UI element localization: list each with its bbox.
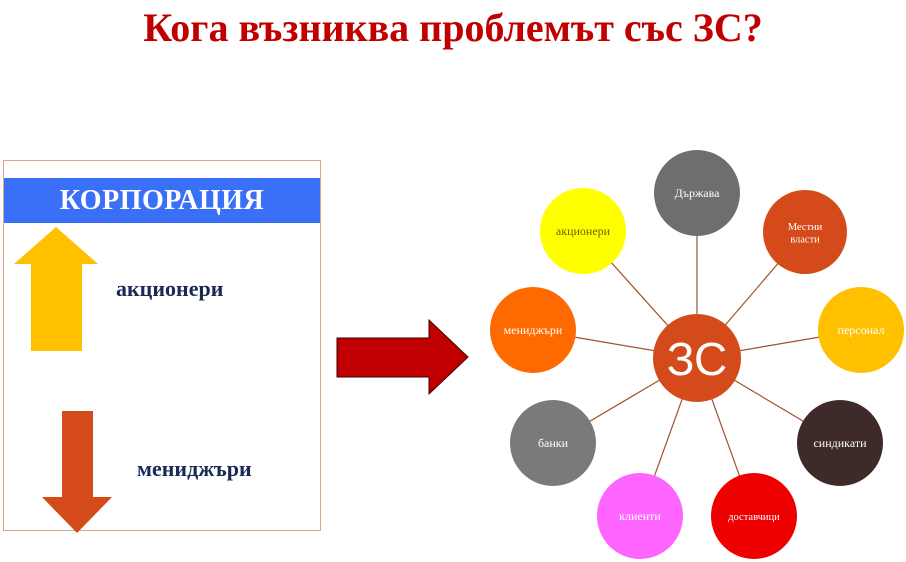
stakeholder-circle	[597, 473, 683, 559]
up-arrow	[14, 227, 98, 351]
stakeholder-node: мениджъри	[490, 287, 576, 373]
stakeholder-node: доставчици	[711, 473, 797, 559]
stakeholder-node: акционери	[540, 188, 626, 274]
stakeholder-label: синдикати	[813, 436, 867, 450]
down-arrow	[42, 411, 112, 533]
stakeholder-nodes-group: ДържаваМестнивластиперсоналсиндикатидост…	[490, 150, 904, 559]
stakeholder-label: банки	[538, 436, 569, 450]
stakeholder-label: власти	[790, 234, 820, 245]
stakeholder-circle	[818, 287, 904, 373]
corporation-header: КОРПОРАЦИЯ	[4, 178, 320, 223]
stakeholder-label: клиенти	[619, 509, 661, 523]
stakeholder-node: клиенти	[597, 473, 683, 559]
slide-title: Кога възниква проблемът със ЗС?	[143, 5, 763, 50]
stakeholder-circle	[540, 188, 626, 274]
stakeholder-label: персонал	[838, 323, 885, 337]
stakeholder-label: доставчици	[728, 512, 780, 523]
hub-node: ЗС	[653, 314, 741, 402]
stakeholder-circle	[711, 473, 797, 559]
stakeholder-circle	[510, 400, 596, 486]
stakeholder-label: Държава	[675, 186, 721, 200]
hub-label: ЗС	[667, 333, 728, 385]
stakeholder-label: мениджъри	[504, 323, 563, 337]
stakeholder-circle	[763, 190, 847, 274]
stakeholder-node: Държава	[654, 150, 740, 236]
stakeholder-label: Местни	[788, 222, 823, 233]
transition-arrow	[336, 318, 469, 396]
managers-label: мениджъри	[137, 456, 252, 481]
stakeholder-circle	[797, 400, 883, 486]
stakeholder-circle	[654, 150, 740, 236]
stakeholder-circle	[490, 287, 576, 373]
stakeholder-label: акционери	[556, 224, 611, 238]
shareholders-label: акционери	[116, 276, 224, 301]
stakeholder-node: персонал	[818, 287, 904, 373]
stakeholder-node: синдикати	[797, 400, 883, 486]
stakeholder-node: банки	[510, 400, 596, 486]
